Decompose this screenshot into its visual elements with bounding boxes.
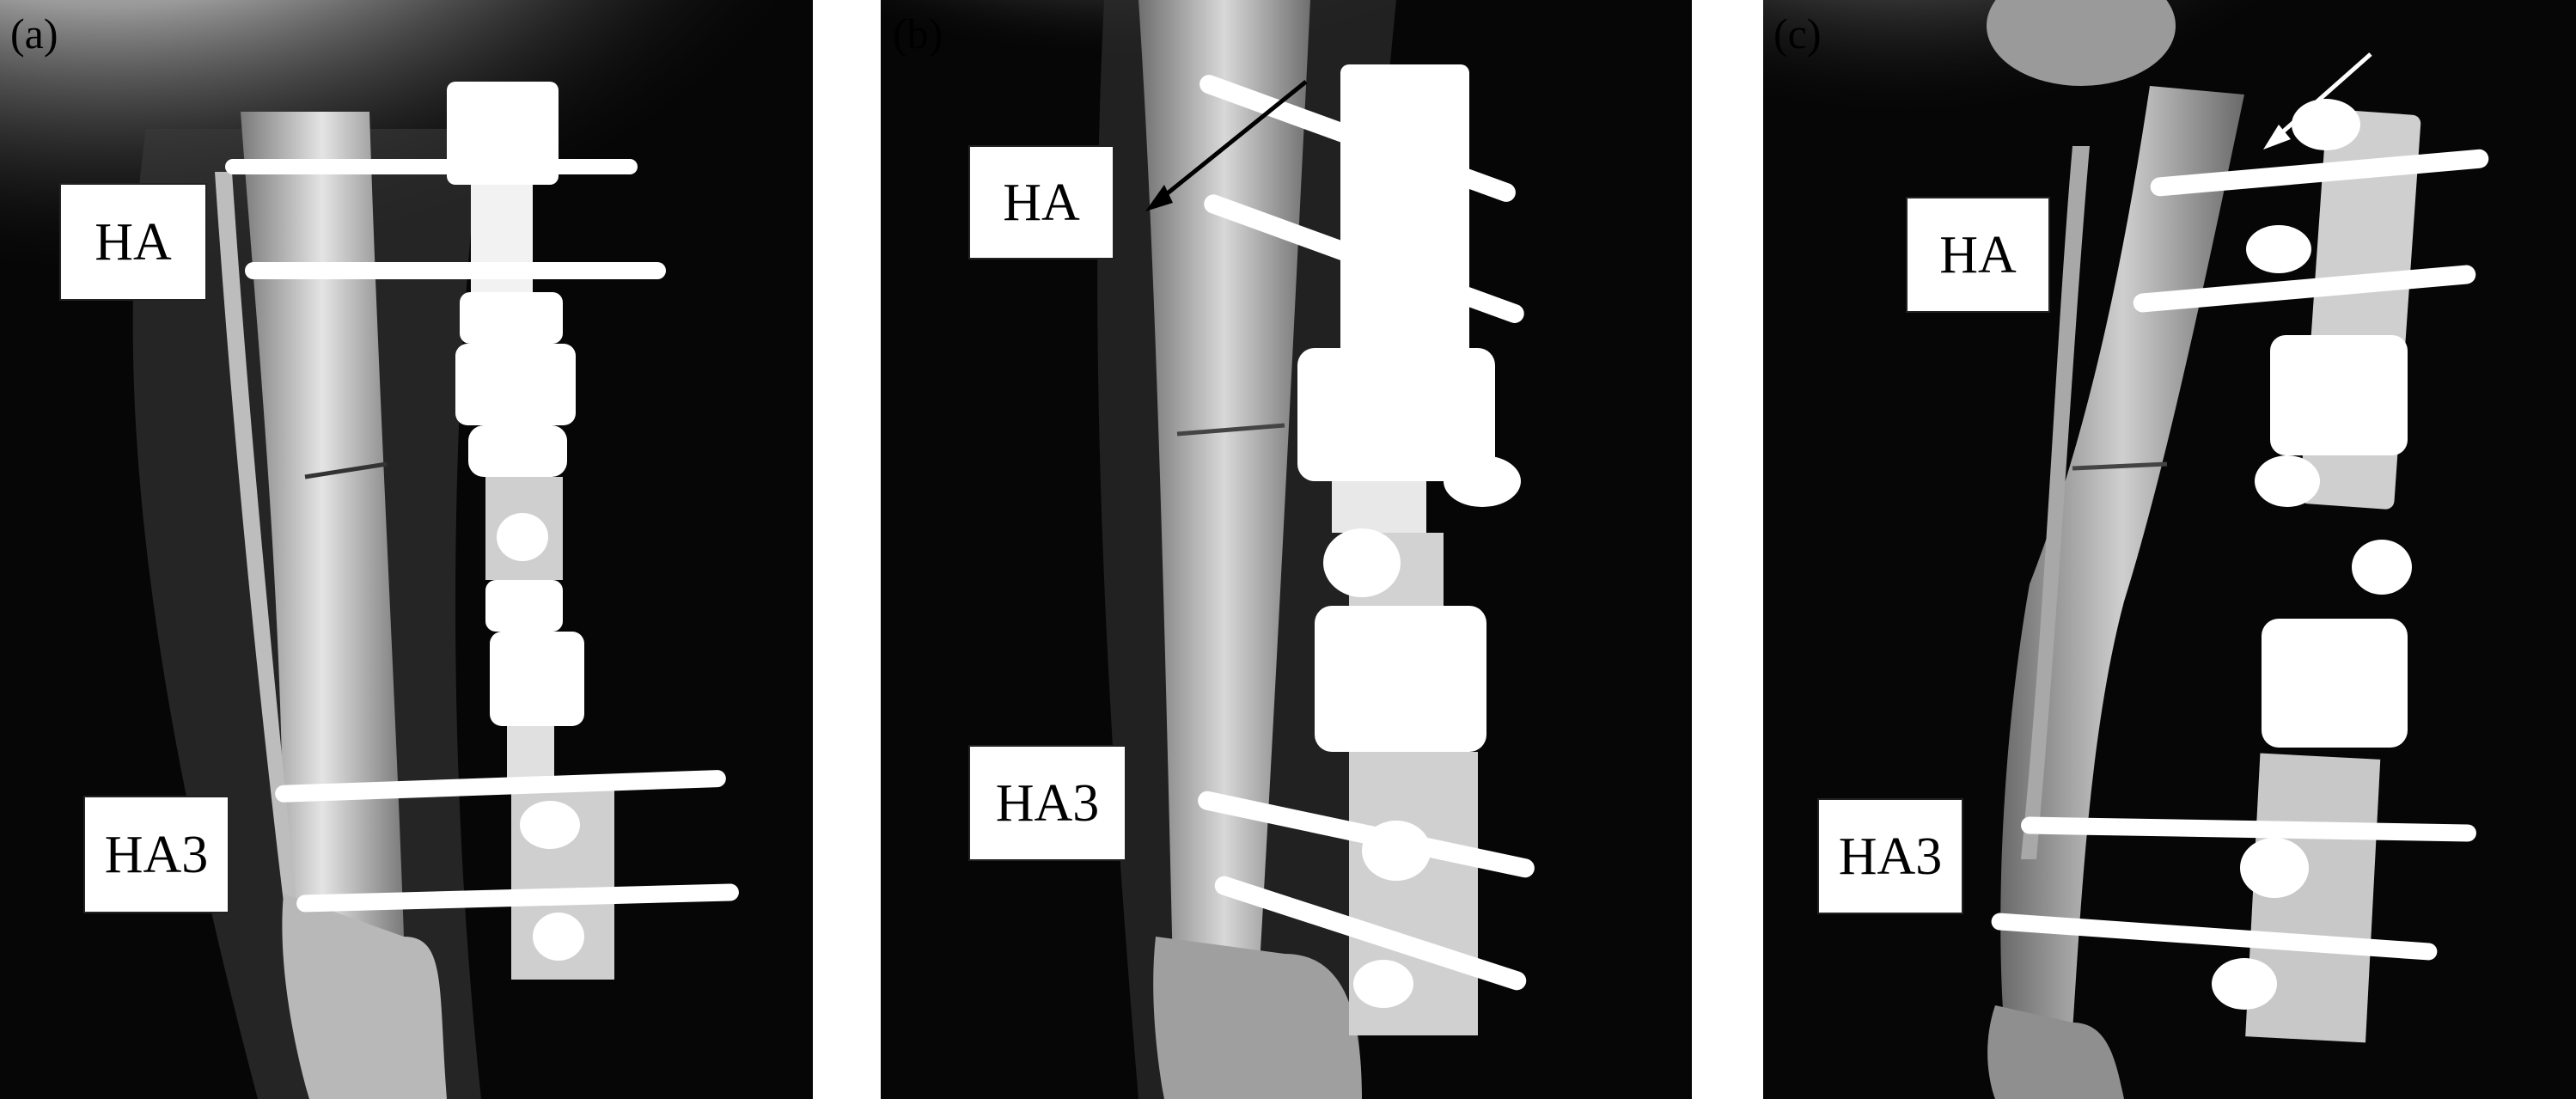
- panel-label-c: (c): [1773, 9, 1822, 58]
- marker-ha3-b: HA3: [968, 745, 1126, 861]
- xray-panel-c: (c) HA HA3: [1763, 0, 2576, 1099]
- panel-label-b: (b): [893, 9, 943, 58]
- marker-ha3-a: HA3: [83, 796, 229, 913]
- xray-panel-b: (b) HA HA3: [881, 0, 1692, 1099]
- xray-image-a: [0, 0, 813, 1099]
- marker-ha-a: HA: [59, 183, 207, 301]
- xray-image-c: [1763, 0, 2576, 1099]
- panel-label-a: (a): [10, 9, 58, 58]
- xray-panel-a: (a) HA HA3: [0, 0, 813, 1099]
- xray-image-b: [881, 0, 1692, 1099]
- marker-ha-c: HA: [1906, 197, 2050, 313]
- marker-ha3-c: HA3: [1817, 798, 1963, 914]
- marker-ha-b: HA: [968, 145, 1114, 259]
